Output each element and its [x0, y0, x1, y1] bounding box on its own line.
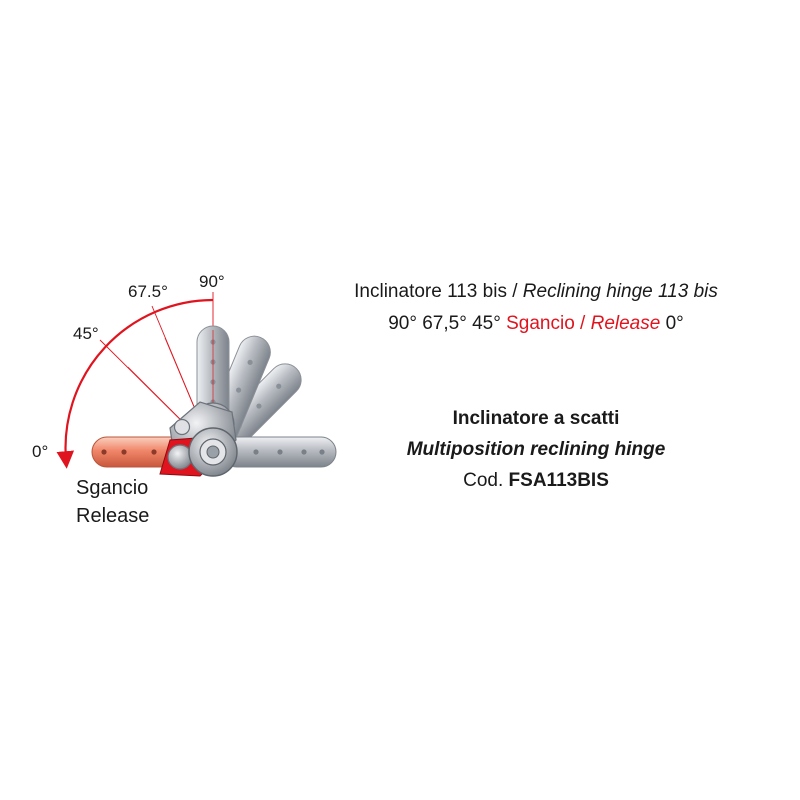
title-en: Reclining hinge 113 bis [522, 281, 718, 302]
release-it: Sgancio [506, 313, 575, 334]
title-it: Inclinatore 113 bis [354, 281, 507, 302]
product-name-en: Multiposition reclining hinge [406, 439, 666, 460]
product-code-line: Cod. FSA113BIS [326, 465, 746, 496]
release-en: Release [590, 313, 661, 334]
angle-zero: 0° [665, 313, 684, 334]
product-code: FSA113BIS [508, 470, 609, 491]
angle-label-45: 45° [73, 324, 99, 343]
title-block: Inclinatore 113 bis / Reclining hinge 11… [326, 276, 746, 340]
hinge-body [159, 401, 238, 477]
release-label-en: Release [76, 505, 150, 527]
rotation-arc [56, 298, 214, 469]
product-code-label: Cod. [463, 470, 504, 491]
title-separator: / [506, 281, 523, 302]
fixed-arm [221, 436, 337, 468]
release-label: Sgancio Release [76, 474, 149, 530]
title-line-2: 90° 67,5° 45° Sgancio / Release 0° [326, 308, 746, 340]
product-name-it: Inclinatore a scatti [452, 408, 620, 429]
release-separator: / [574, 313, 591, 334]
angle-label-67: 67.5° [128, 282, 168, 301]
release-label-it: Sgancio [76, 477, 149, 499]
angle-label-0: 0° [32, 442, 48, 461]
title-line-1: Inclinatore 113 bis / Reclining hinge 11… [326, 276, 746, 308]
angle-label-90: 90° [199, 272, 225, 291]
angles-list: 90° 67,5° 45° [388, 313, 501, 334]
product-block: Inclinatore a scatti Multiposition recli… [326, 403, 746, 496]
